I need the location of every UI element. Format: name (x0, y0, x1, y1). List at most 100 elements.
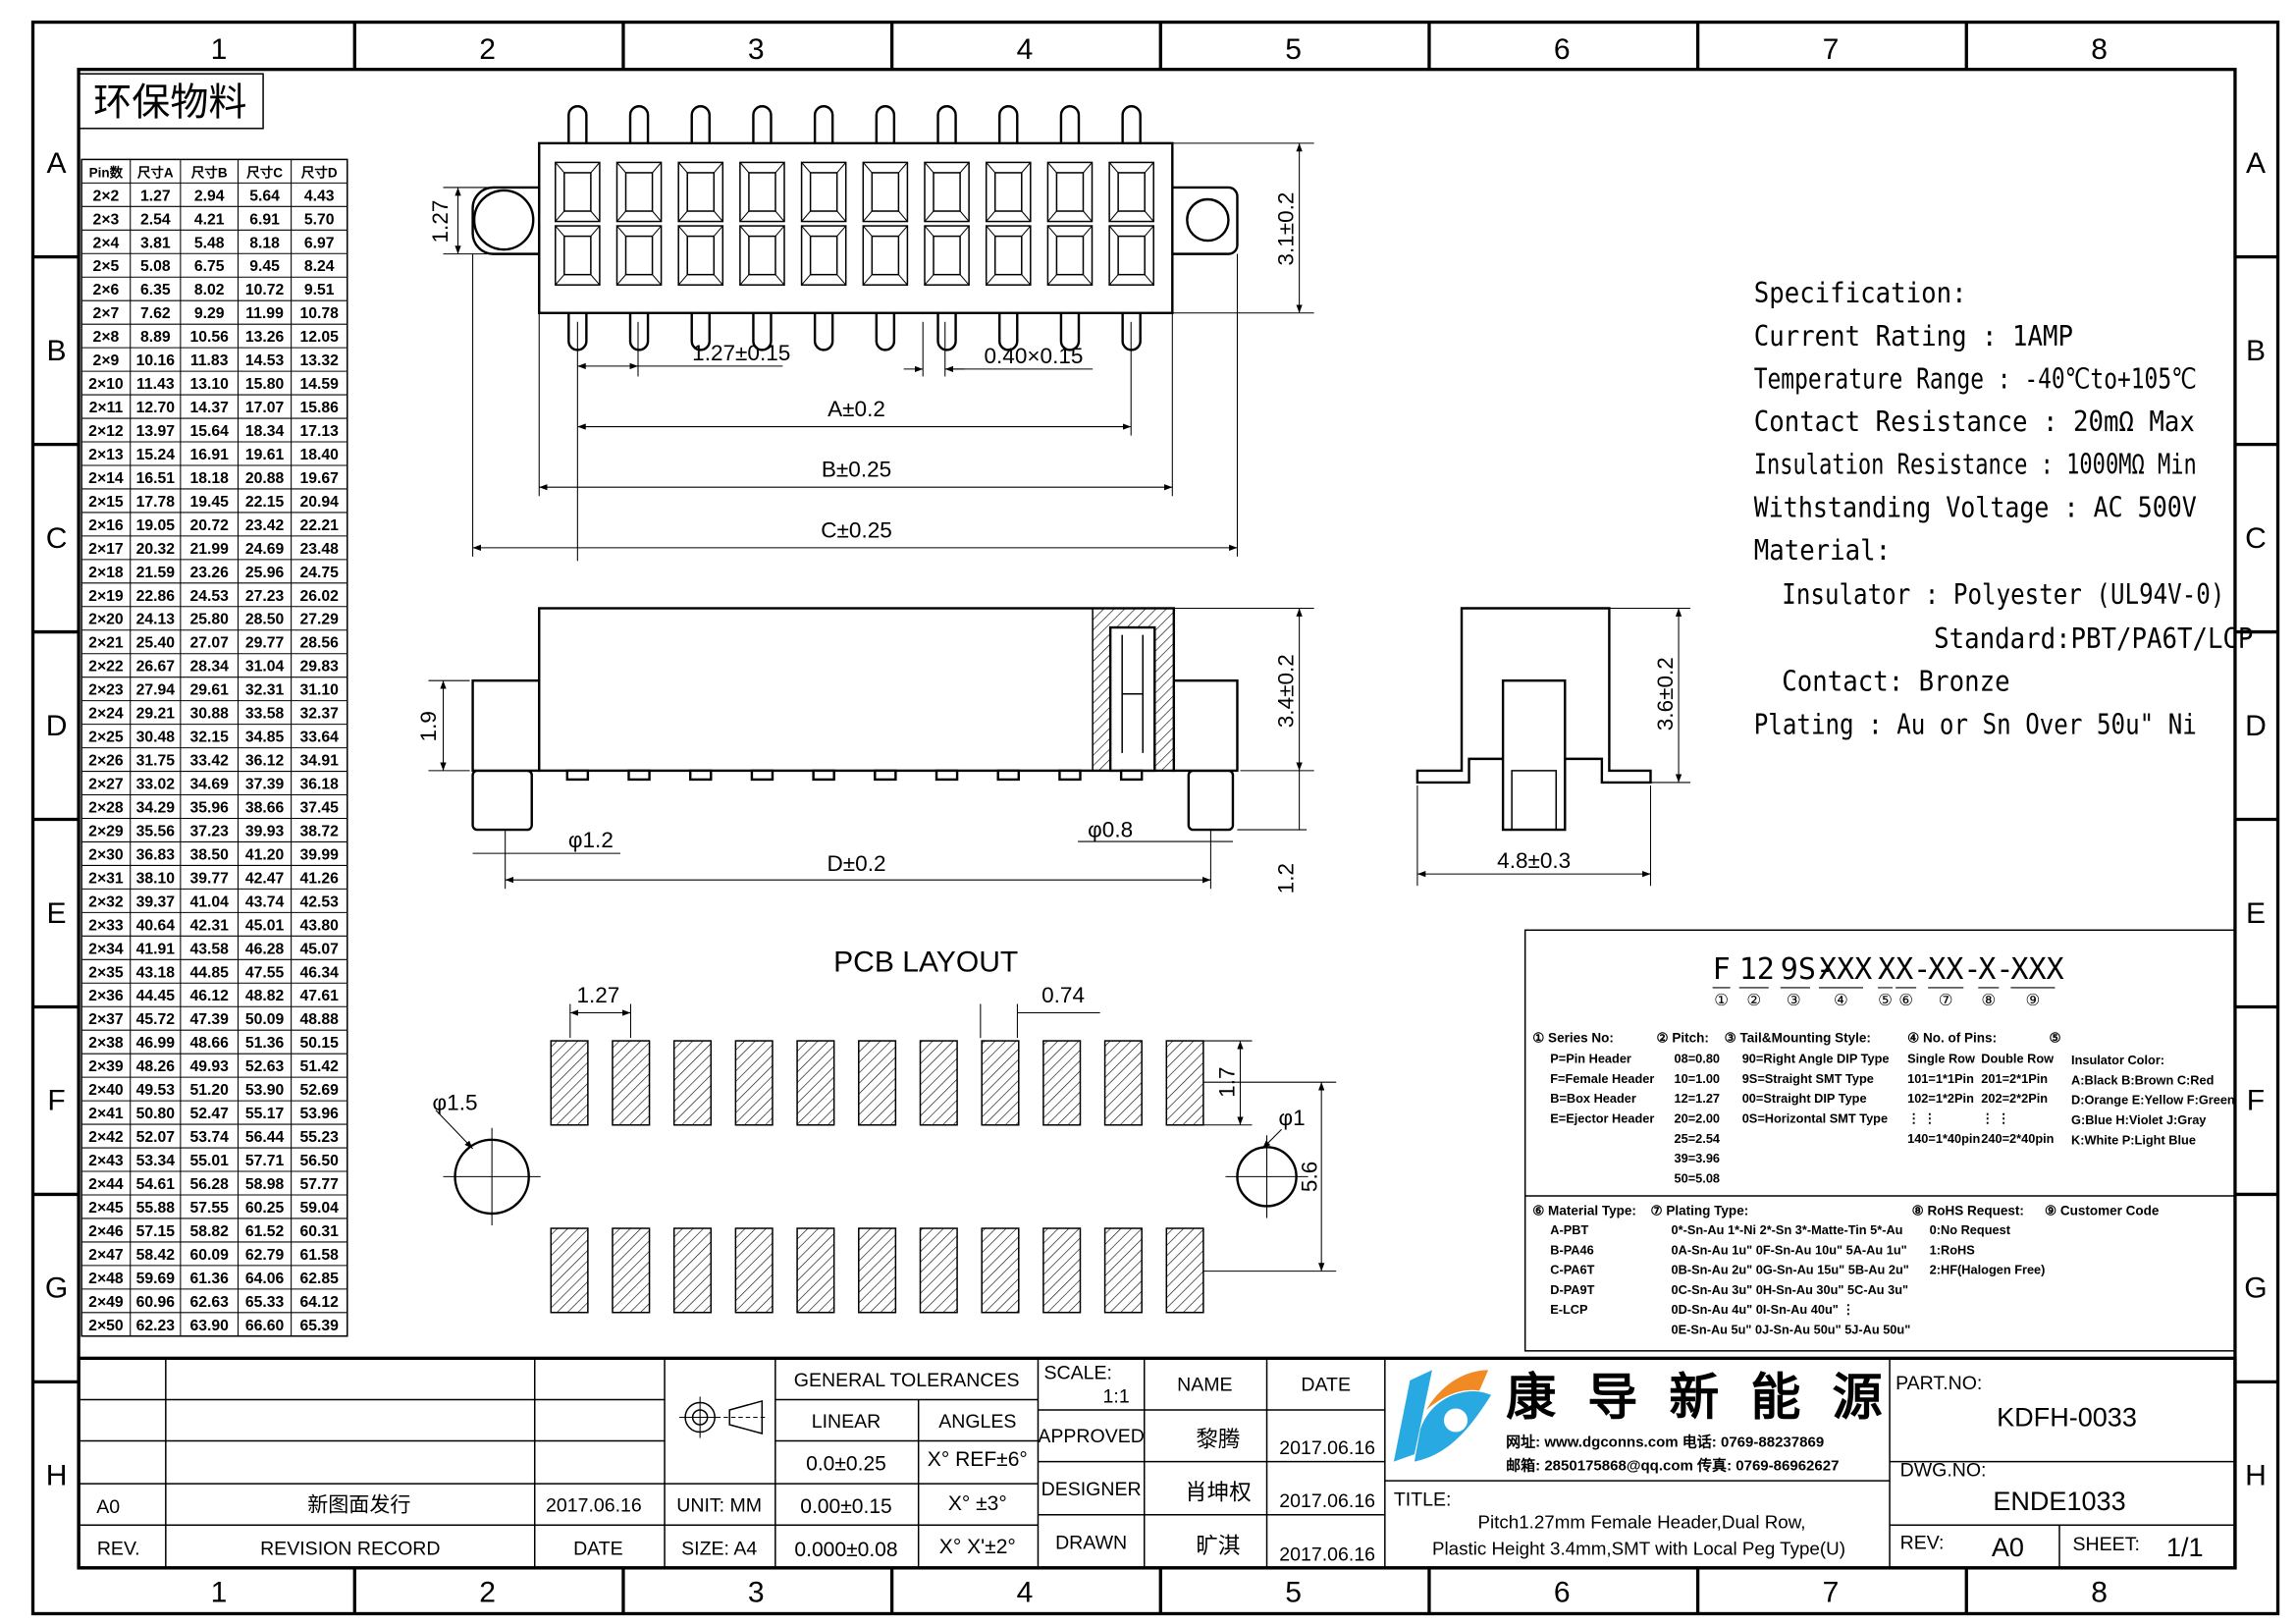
table-cell: 13.32 (299, 352, 339, 369)
top-view: 1.27 3.1±0.2 1.27±0.15 0.40×0.15 A±0.2 B… (428, 105, 1314, 562)
dim-d: D±0.2 (828, 851, 886, 876)
table-cell: 42.47 (245, 870, 285, 887)
table-header-cell: 尺寸B (191, 164, 228, 180)
frame-row-label: H (46, 1460, 68, 1492)
table-cell: 65.39 (299, 1318, 339, 1334)
revision-header-date: DATE (573, 1538, 623, 1559)
dim-side-height: 3.4±0.2 (1274, 654, 1299, 728)
table-cell: 19.61 (245, 447, 285, 463)
legend-line: Insulator Color: (2071, 1053, 2164, 1067)
legend-line: P=Pin Header (1550, 1052, 1631, 1066)
table-cell: 13.97 (136, 423, 176, 440)
legend-line: 201=2*1Pin (1981, 1071, 2048, 1086)
frame-column-label: 5 (1285, 1576, 1302, 1608)
dim-top-pitch: 1.27±0.15 (692, 341, 790, 365)
name-header: NAME (1177, 1374, 1232, 1395)
table-cell: 55.01 (189, 1153, 229, 1169)
table-cell: 2.54 (140, 211, 171, 228)
legend-line: 0B-Sn-Au 2u" 0G-Sn-Au 15u" 5B-Au 2u" (1672, 1263, 1909, 1277)
pcb-pad (919, 1040, 958, 1126)
table-cell: 28.50 (245, 612, 285, 628)
table-cell: 13.10 (189, 376, 229, 393)
dim-hole-right: φ1 (1279, 1106, 1306, 1130)
contact-cavity-inner (748, 235, 776, 276)
dim-peg-length: 1.2 (1274, 863, 1299, 893)
table-cell: 27.29 (299, 612, 339, 628)
table-cell: 6.91 (249, 211, 280, 228)
table-cell: 29.21 (136, 706, 176, 723)
table-cell: 41.04 (189, 893, 229, 910)
table-cell: 33.58 (245, 706, 285, 723)
dim-row-span: 5.6 (1298, 1162, 1322, 1192)
table-cell: 2×16 (88, 517, 124, 534)
title-label: TITLE: (1394, 1489, 1452, 1511)
legend-line: 20=2.00 (1675, 1111, 1721, 1126)
contact-cavity (739, 161, 785, 223)
dim-end-width: 4.8±0.3 (1497, 848, 1571, 873)
frame-row-label: E (47, 897, 67, 930)
table-cell: 46.34 (299, 964, 339, 981)
table-cell: 37.39 (245, 777, 285, 793)
table-cell: 2×37 (88, 1011, 124, 1028)
table-cell: 53.34 (136, 1153, 176, 1169)
table-cell: 36.83 (136, 846, 176, 863)
part-code-segment: X- (1896, 952, 1931, 987)
table-cell: 33.42 (189, 753, 229, 770)
contact-cavity-inner (624, 235, 654, 276)
table-cell: 61.52 (245, 1223, 285, 1240)
part-code-segment: X- (1978, 952, 2013, 987)
legend-line: 202=2*2Pin (1981, 1091, 2048, 1106)
table-cell: 61.58 (299, 1247, 339, 1264)
table-cell: 2×30 (88, 846, 124, 863)
dim-c: C±0.25 (821, 517, 892, 542)
table-cell: 42.31 (189, 917, 229, 934)
contact-cavity-inner (933, 235, 961, 276)
side-view: 1.9 3.4±0.2 1.2 φ1.2 φ0.8 D±0.2 (416, 607, 1314, 893)
dim-a: A±0.2 (828, 397, 885, 421)
table-cell: 6.35 (140, 282, 171, 298)
contact-bevel (555, 225, 601, 286)
table-cell: 43.58 (189, 941, 229, 957)
part-code-index: ③ (1787, 991, 1801, 1009)
table-cell: 6.75 (194, 258, 225, 275)
part-code-index: ⑨ (2026, 991, 2041, 1009)
table-cell: 2×9 (93, 352, 120, 369)
pcb-layout: PCB LAYOUT φ1.5 φ1 1.27 0.74 1.7 5.6 (433, 946, 1337, 1314)
table-cell: 56.44 (245, 1129, 285, 1146)
tol-angle-2: X° ±3° (948, 1492, 1007, 1515)
contact-cavity (862, 161, 909, 223)
table-cell: 16.91 (189, 447, 229, 463)
legend-line: 00=Straight DIP Type (1742, 1091, 1867, 1106)
table-cell: 2×4 (93, 235, 120, 251)
contact-bevel (1108, 225, 1154, 286)
sheet-value: 1/1 (2166, 1533, 2204, 1562)
frame-column-label: 8 (2091, 1576, 2108, 1608)
legend-line: 25=2.54 (1675, 1131, 1721, 1146)
table-cell: 52.47 (189, 1106, 229, 1122)
smt-tail (1058, 769, 1082, 782)
table-cell: 58.98 (245, 1176, 285, 1193)
smt-tail (812, 769, 835, 782)
table-cell: 56.50 (299, 1153, 339, 1169)
role-label: APPROVED (1038, 1426, 1145, 1447)
specification-block: Specification:Current Rating : 1AMPTempe… (1754, 276, 2254, 740)
part-code-segment: X (1878, 952, 1896, 987)
pcb-pad (734, 1040, 774, 1126)
contact-cavity (800, 225, 847, 286)
table-cell: 2×14 (88, 470, 124, 487)
table-cell: 48.26 (136, 1058, 176, 1075)
smt-tail (1119, 769, 1144, 782)
table-cell: 46.99 (136, 1035, 176, 1052)
pcb-pad (858, 1040, 897, 1126)
legend-line: 101=1*1Pin (1907, 1071, 1974, 1086)
part-code-segment: XXX (2010, 952, 2063, 987)
table-cell: 18.40 (299, 447, 339, 463)
table-cell: 62.23 (136, 1318, 176, 1334)
date-header: DATE (1301, 1374, 1351, 1395)
table-cell: 31.10 (299, 682, 339, 699)
pcb-pad (672, 1040, 713, 1126)
table-cell: 2×23 (88, 682, 124, 699)
company-contact-1: 网址: www.dgconns.com 电话: 0769-88237869 (1506, 1434, 1824, 1451)
tol-linear-2: 0.00±0.15 (800, 1495, 891, 1518)
